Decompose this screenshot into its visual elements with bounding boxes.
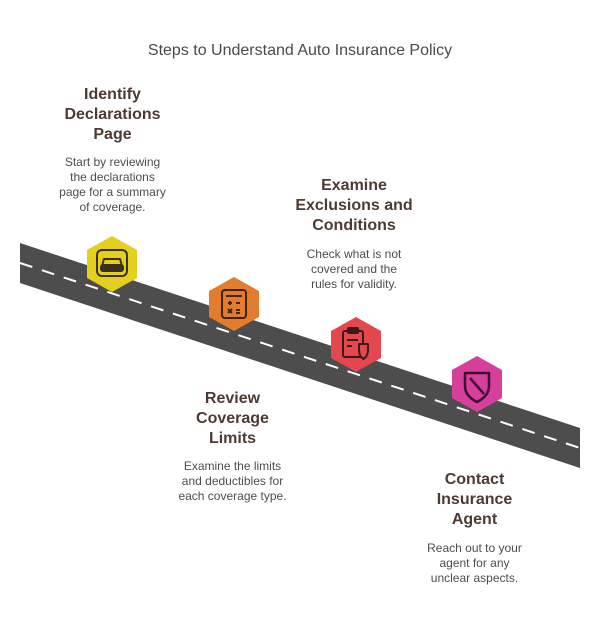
step-4-hexagon bbox=[452, 356, 502, 412]
clipboard-shield-icon bbox=[342, 327, 369, 360]
step-3-marker bbox=[331, 317, 381, 372]
shield-icon bbox=[463, 371, 491, 404]
step-2-description: Examine the limits and deductibles for e… bbox=[178, 459, 287, 503]
step-4-description: Reach out to your agent for any unclear … bbox=[427, 541, 522, 585]
step-1-title: Identify Declarations Page bbox=[64, 86, 161, 143]
calculator-icon bbox=[221, 289, 247, 319]
step-2-hexagon bbox=[209, 277, 259, 331]
step-1-description: Start by reviewing the declarations page… bbox=[59, 155, 166, 214]
car-icon bbox=[96, 249, 128, 277]
step-4-marker bbox=[452, 356, 502, 412]
step-3-description: Check what is not covered and the rules … bbox=[306, 247, 402, 291]
step-2-marker bbox=[209, 277, 259, 331]
step-3-title: Examine Exclusions and Conditions bbox=[295, 177, 413, 234]
diagram-title: Steps to Understand Auto Insurance Polic… bbox=[147, 42, 453, 59]
step-4-title: Contact Insurance Agent bbox=[436, 471, 513, 528]
step-1-marker bbox=[87, 236, 137, 292]
road-center-dashes bbox=[19, 262, 581, 449]
road bbox=[20, 243, 580, 468]
step-2-title: Review Coverage Limits bbox=[196, 390, 269, 447]
